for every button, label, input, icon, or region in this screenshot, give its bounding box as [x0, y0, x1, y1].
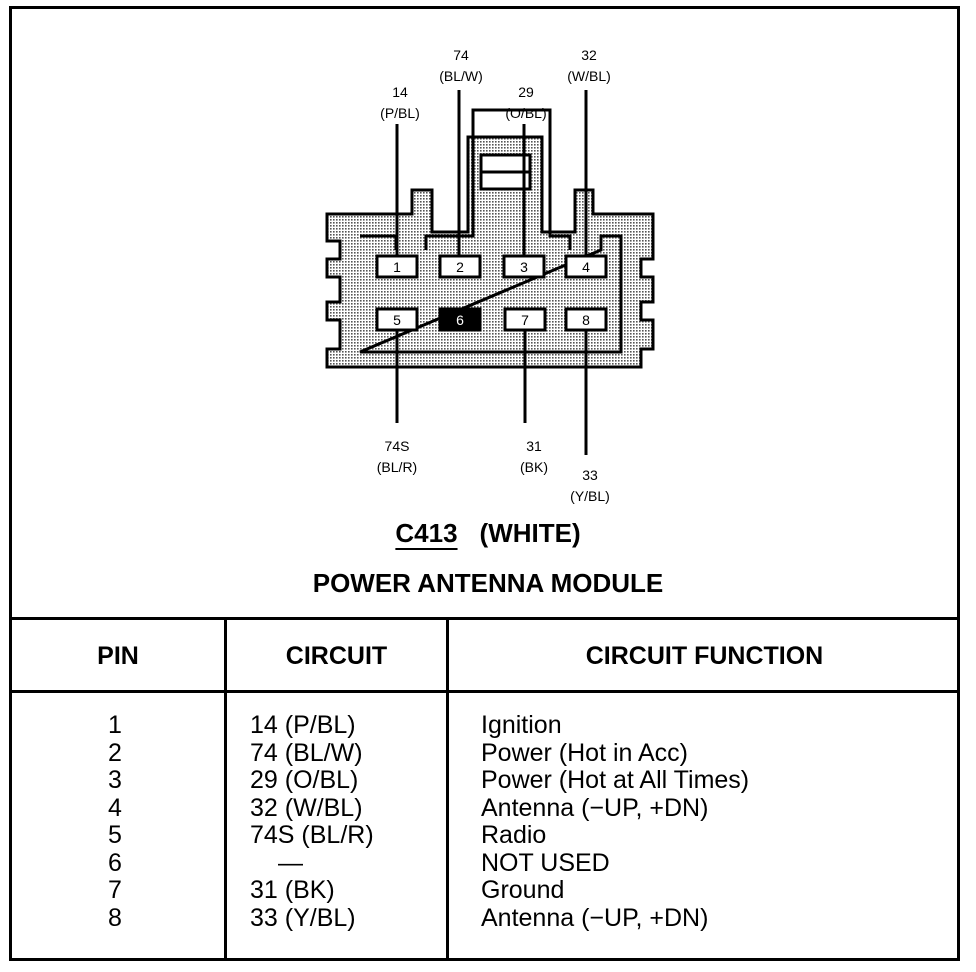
- wire-label-pin7-circuit: 31: [526, 438, 542, 454]
- table-col-pin: 1 2 3 4 5 6 7 8: [12, 711, 218, 932]
- table-col-divider-1: [224, 618, 227, 961]
- pin-cavity-3: 3: [502, 254, 546, 279]
- wire-label-pin4-circuit: 32: [581, 47, 597, 63]
- pin-cavity-1: 1: [375, 254, 419, 279]
- pin-cavity-2: 2: [438, 254, 482, 279]
- wire-label-pin3-circuit: 29: [518, 84, 534, 100]
- wire-label-pin8-color: (Y/BL): [570, 488, 610, 504]
- diagram-frame: [9, 6, 960, 961]
- table-row-8-circuit: 33 (Y/BL): [250, 903, 356, 932]
- svg-text:7: 7: [521, 312, 529, 328]
- table-row-3-pin: 3: [108, 766, 122, 794]
- table-row-6-pin: 6: [108, 848, 122, 877]
- wire-label-pin4-color: (W/BL): [567, 68, 611, 84]
- wire-label-pin2-circuit: 74: [453, 47, 469, 63]
- table-row-5-function: Radio: [481, 821, 547, 849]
- table-row-3-circuit: 29 (O/BL): [250, 766, 359, 794]
- table-header-rule: [9, 690, 960, 693]
- table-row-3-function: Power (Hot at All Times): [481, 766, 750, 794]
- wire-label-pin1-color: (P/BL): [380, 105, 420, 121]
- table-row-6-function: NOT USED: [481, 848, 610, 877]
- pin-cavity-6: 6: [438, 307, 482, 332]
- table-row-5-pin: 5: [108, 821, 122, 849]
- wire-label-pin8-circuit: 33: [582, 467, 598, 483]
- svg-text:3: 3: [520, 259, 528, 275]
- table-row-1-circuit: 14 (P/BL): [250, 711, 356, 739]
- connector-id: C413: [395, 518, 458, 548]
- svg-text:8: 8: [582, 312, 590, 328]
- svg-text:2: 2: [456, 259, 464, 275]
- table-top-rule: [9, 617, 960, 620]
- wire-label-pin7-color: (BK): [520, 459, 548, 475]
- table-row-4-pin: 4: [108, 793, 122, 822]
- table-col-function: Ignition Power (Hot in Acc) Power (Hot a…: [481, 711, 951, 932]
- table-header-circuit: CIRCUIT: [285, 642, 388, 670]
- svg-text:6: 6: [456, 312, 464, 328]
- wire-label-pin3-color: (O/BL): [505, 105, 546, 121]
- pin-cavity-4: 4: [564, 254, 608, 279]
- table-col-circuit: 14 (P/BL) 74 (BL/W) 29 (O/BL) 32 (W/BL) …: [250, 711, 440, 932]
- pin-cavity-8: 8: [564, 307, 608, 332]
- table-header-function: CIRCUIT FUNCTION: [585, 642, 824, 670]
- table-row-4-function: Antenna (−UP, +DN): [481, 793, 709, 822]
- table-header-pin: PIN: [97, 642, 139, 670]
- table-row-7-pin: 7: [108, 876, 122, 904]
- table-row-2-pin: 2: [108, 738, 122, 767]
- table-row-2-function: Power (Hot in Acc): [481, 738, 689, 767]
- table-row-5-circuit: 74S (BL/R): [250, 821, 374, 849]
- pin-cavity-5: 5: [375, 307, 419, 332]
- svg-text:4: 4: [582, 259, 590, 275]
- table-row-4-circuit: 32 (W/BL): [250, 793, 363, 822]
- table-row-7-function: Ground: [481, 876, 565, 904]
- connector-color: (WHITE): [479, 518, 581, 548]
- table-row-7-circuit: 31 (BK): [250, 876, 335, 904]
- table-row-1-pin: 1: [108, 711, 122, 739]
- wire-label-pin5-color: (BL/R): [377, 459, 417, 475]
- pin-cavity-7: 7: [503, 307, 547, 332]
- wire-label-pin5-circuit: 74S: [385, 438, 410, 454]
- module-title: POWER ANTENNA MODULE: [312, 568, 664, 598]
- svg-text:5: 5: [393, 312, 401, 328]
- table-row-2-circuit: 74 (BL/W): [250, 738, 363, 767]
- wire-label-pin1-circuit: 14: [392, 84, 408, 100]
- table-row-6-circuit: —: [278, 848, 303, 877]
- table-row-1-function: Ignition: [481, 711, 562, 739]
- svg-text:1: 1: [393, 259, 401, 275]
- wire-label-pin2-color: (BL/W): [439, 68, 483, 84]
- connector-diagram: 1 2 3 4 5 6 7 8 14 (P/BL) 74 (BL/W) 29 (…: [325, 47, 655, 504]
- connector-title: C413 (WHITE): [0, 518, 976, 549]
- table-row-8-pin: 8: [108, 903, 122, 932]
- table-col-divider-2: [446, 618, 449, 961]
- table-row-8-function: Antenna (−UP, +DN): [481, 903, 709, 932]
